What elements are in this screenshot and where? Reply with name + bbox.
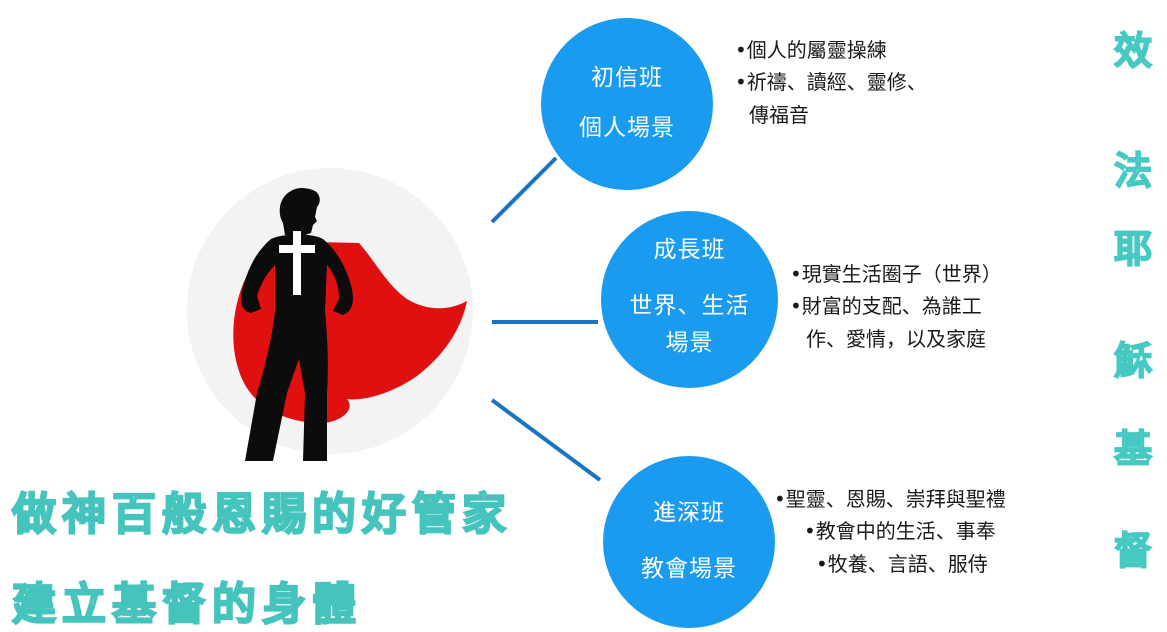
- side-title-char: 法: [1113, 148, 1153, 194]
- bullet-item: 作、愛情，以及家庭: [806, 326, 986, 351]
- sub-title: 建立基督的身體: [11, 578, 362, 631]
- bullet-item: •財富的支配、為誰工: [790, 294, 982, 319]
- bullet-item: •教會中的生活、事奉: [804, 519, 996, 544]
- side-title-char: 穌: [1113, 338, 1153, 384]
- figure-body: [241, 234, 353, 461]
- bullet-item: •祈禱、讀經、靈修、: [735, 70, 927, 95]
- superhero-with-cross-icon: [187, 168, 473, 461]
- bullet-item: •個人的屬靈操練: [735, 38, 887, 62]
- side-title-char: 效: [1113, 28, 1153, 74]
- bullet-list-beginner: •個人的屬靈操練 •祈禱、讀經、靈修、 傳福音: [735, 34, 927, 131]
- class-circle-growth: 成長班 世界、生活場景: [601, 211, 778, 388]
- main-title: 做神百般恩賜的好管家: [11, 488, 512, 541]
- figure-head: [279, 188, 320, 237]
- bullet-item: •現實生活圈子（世界）: [790, 262, 1002, 286]
- circle-subtitle: 教會場景: [641, 556, 737, 582]
- superhero-figure: [187, 161, 473, 461]
- bullet-list-growth: •現實生活圈子（世界） •財富的支配、為誰工 作、愛情，以及家庭: [790, 258, 1002, 355]
- side-title-char: 耶: [1113, 226, 1153, 272]
- circle-subtitle: 世界、生活場景: [629, 292, 750, 357]
- connector-line-bottom: [490, 398, 602, 482]
- circle-subtitle: 個人場景: [579, 115, 675, 141]
- class-circle-advanced: 進深班 教會場景: [603, 456, 775, 628]
- connector-line-top: [490, 156, 558, 224]
- bullet-item: •聖靈、恩賜、崇拜與聖禮: [774, 487, 1006, 511]
- bullet-item: 傳福音: [749, 102, 809, 127]
- bullet-list-advanced: •聖靈、恩賜、崇拜與聖禮 •教會中的生活、事奉 •牧養、言語、服侍: [774, 483, 1006, 580]
- circle-title: 成長班: [653, 236, 726, 263]
- bullet-item: •牧養、言語、服侍: [816, 551, 988, 576]
- side-title-char: 基: [1113, 426, 1153, 472]
- class-circle-beginner: 初信班 個人場景: [541, 18, 713, 190]
- side-title-char: 督: [1113, 528, 1153, 574]
- circle-title: 初信班: [591, 65, 663, 92]
- cross-vertical: [293, 231, 301, 295]
- circle-title: 進深班: [653, 500, 725, 527]
- cross-horizontal: [279, 245, 315, 253]
